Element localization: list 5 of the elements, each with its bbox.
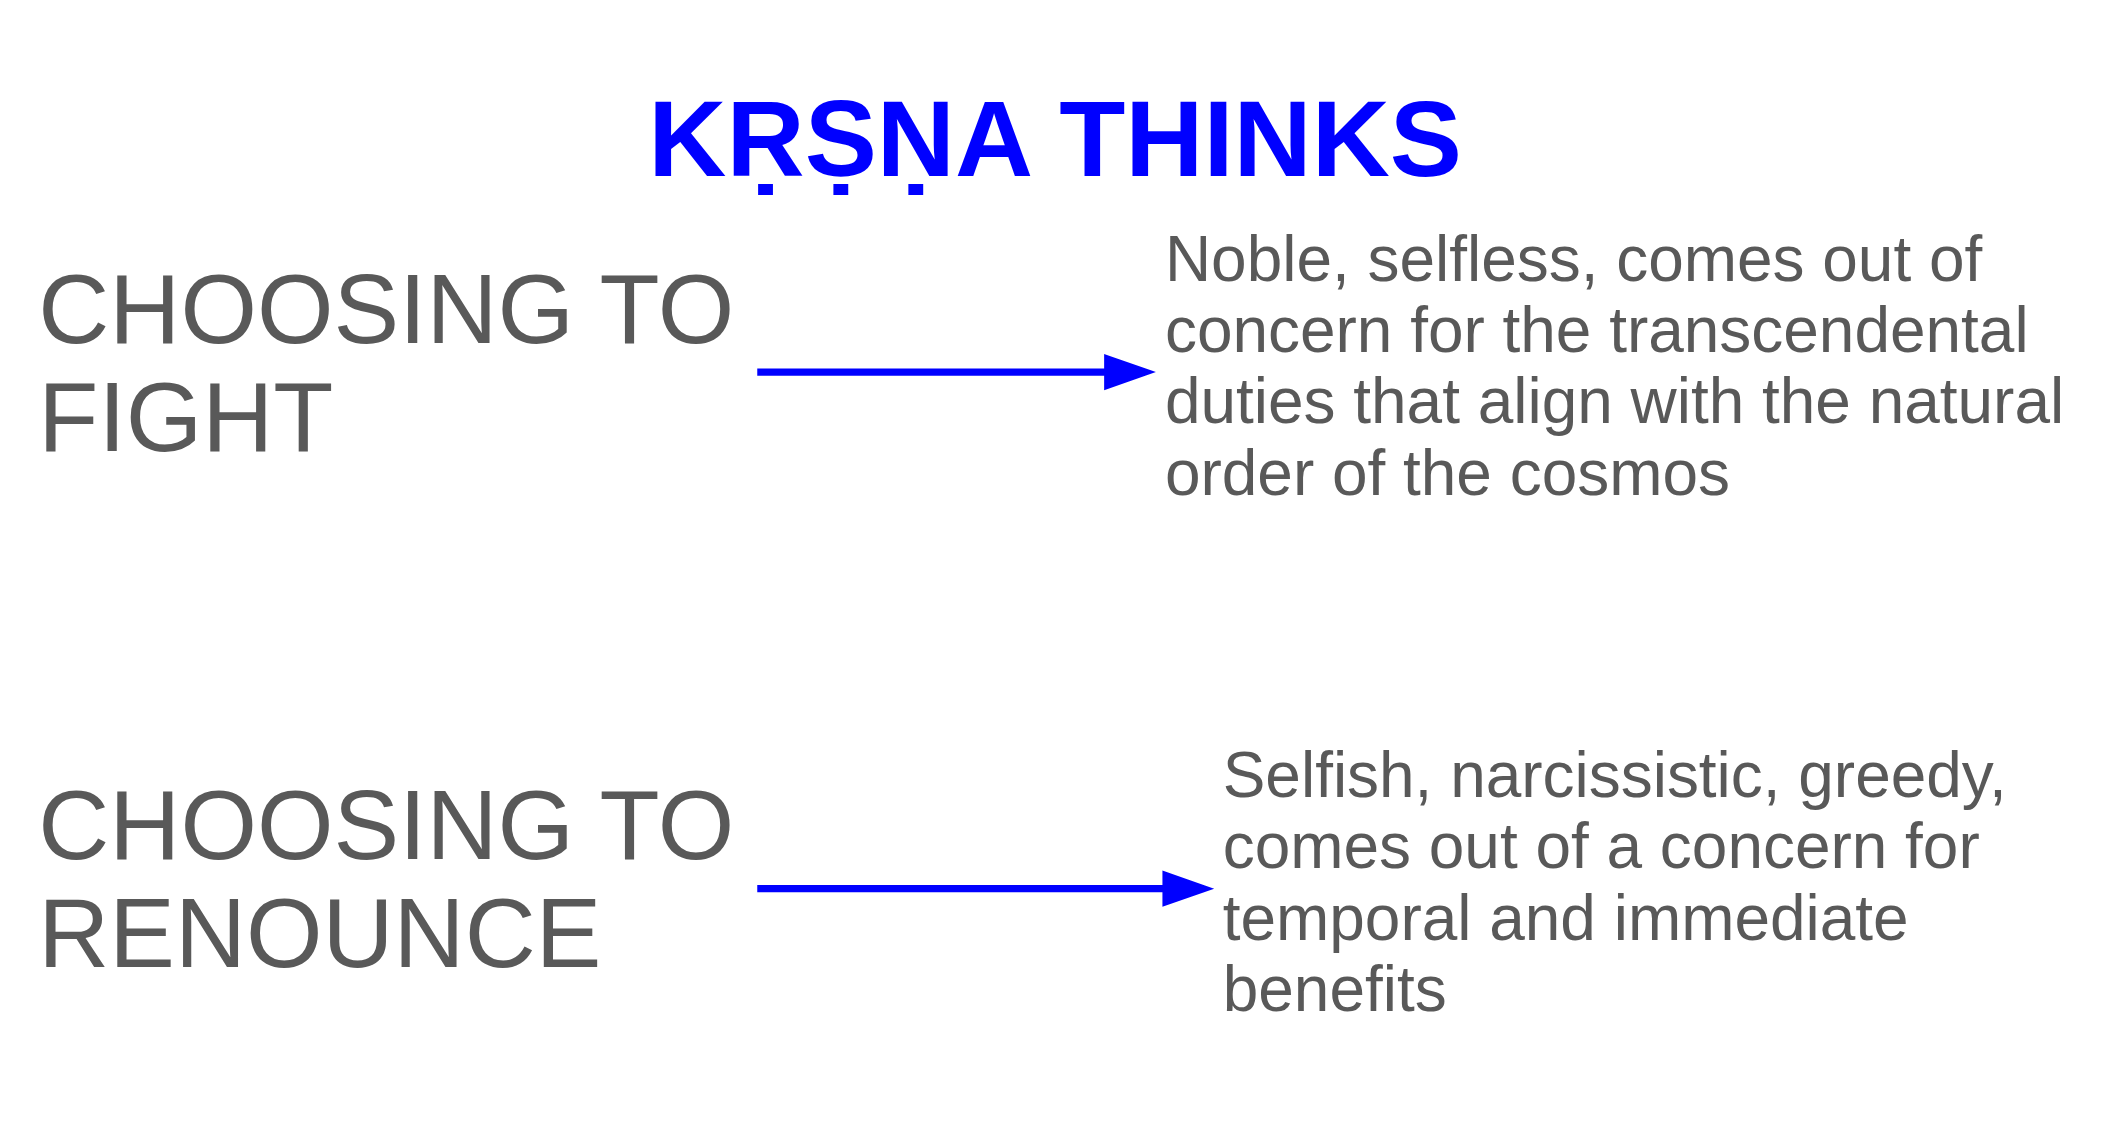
node-text: Noble, selfless, comes out of concern for the transcendental duties that align with the natural order of the cosmos xyxy=(1164,222,2065,509)
diagram-title: KṚṢṆA THINKS xyxy=(648,77,1463,199)
node-text: Selfish, narcissistic, greedy, comes out of a concern for temporal and immediate benefits xyxy=(1222,738,2007,1025)
node-text: CHOOSING TO FIGHT xyxy=(38,253,735,472)
node-text: CHOOSING TO RENOUNCE xyxy=(38,769,735,988)
